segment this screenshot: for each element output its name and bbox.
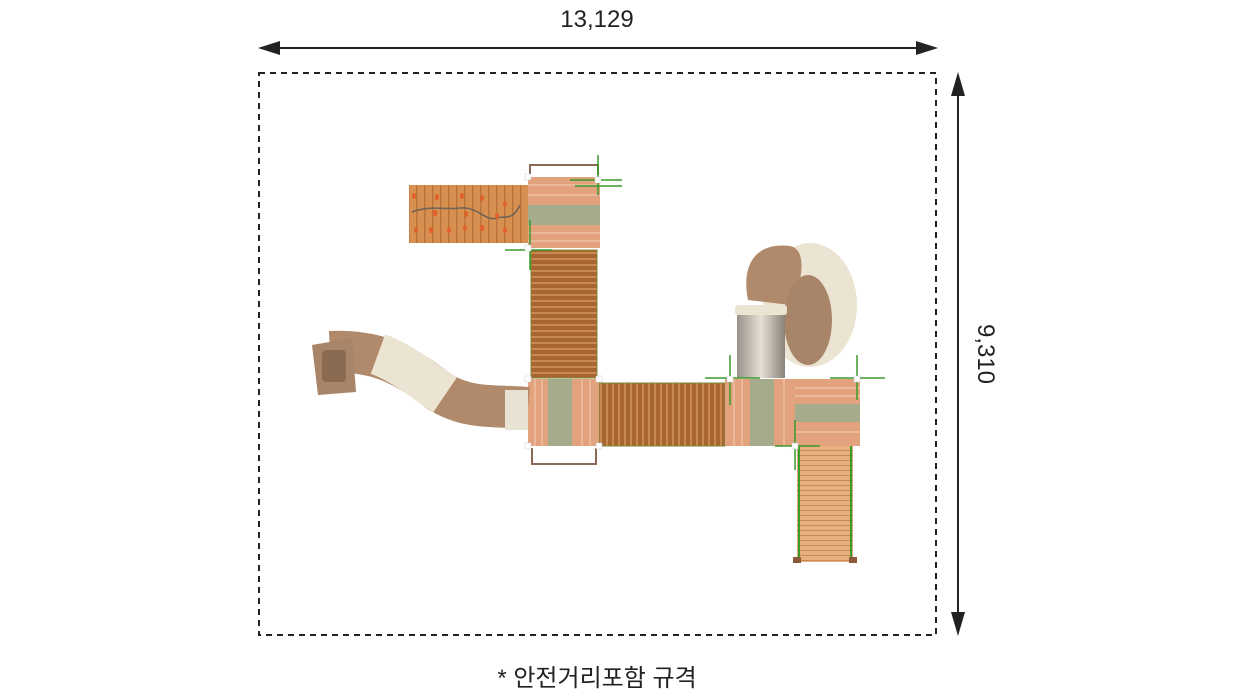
width-dimension-label: 13,129: [560, 6, 634, 33]
central-deck: [528, 379, 599, 465]
height-dimension-arrow: [951, 72, 965, 636]
climbing-wall: [409, 185, 529, 243]
footnote: * 안전거리포함 규격: [497, 665, 697, 692]
post-caps: [524, 173, 861, 450]
vertical-bridge: [530, 249, 598, 379]
spiral-slide: [735, 243, 857, 378]
tube-slide: [312, 330, 530, 430]
right-deck: [725, 379, 795, 446]
width-dimension-arrow: [258, 41, 938, 55]
safety-zone-boundary: [258, 72, 937, 636]
height-dimension-label: 9,310: [972, 323, 999, 385]
top-deck: [528, 164, 600, 248]
access-ramp: [793, 446, 857, 563]
horizontal-bridge: [598, 382, 726, 447]
corner-deck: [795, 379, 860, 446]
